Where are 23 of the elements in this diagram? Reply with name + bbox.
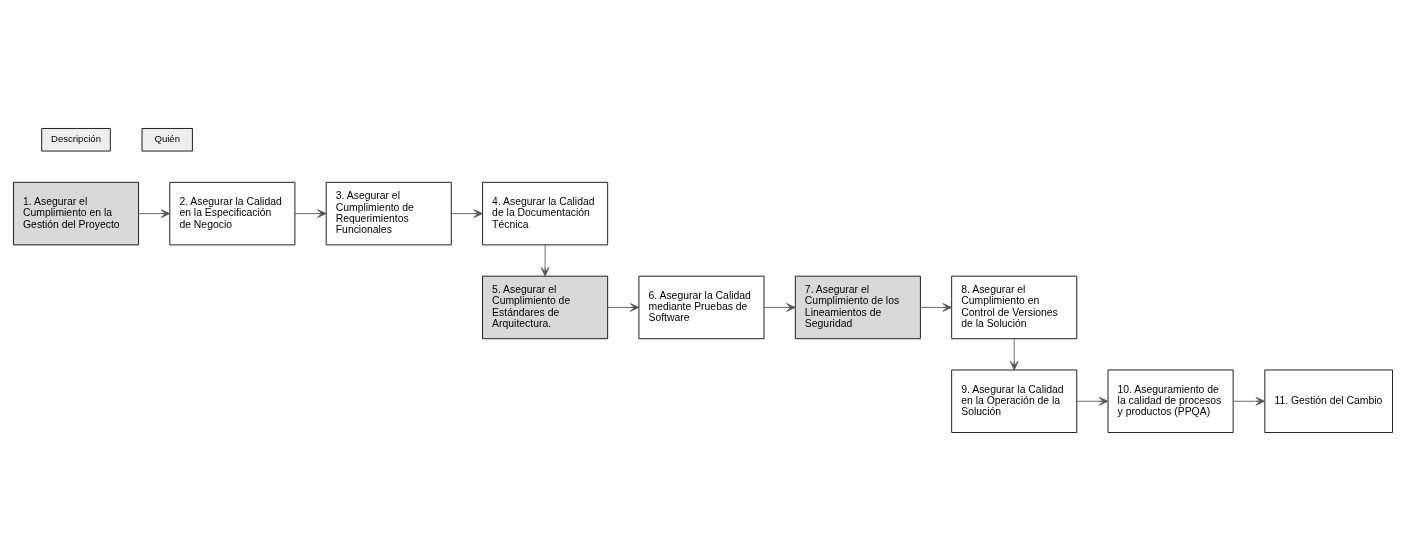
node-box: 11. Gestión del Cambio (1264, 369, 1393, 433)
label: Quién (154, 132, 180, 144)
node-box: 9. Asegurar la Calidad en la Operación de la Solución (951, 369, 1078, 433)
label: Descripción (51, 132, 101, 144)
arrow (920, 302, 953, 312)
node-box: 2. Asegurar la Calidad en la Especificación de Negocio (169, 181, 296, 245)
arrow (1009, 337, 1019, 370)
arrow (450, 208, 483, 218)
arrow (540, 243, 550, 277)
node-box: 1. Asegurar el Cumplimiento en la Gestión del Proyecto (13, 181, 139, 245)
node-box: 3. Asegurar el Cumplimiento de Requerimientos Funcionales (325, 181, 452, 245)
arrow (138, 208, 171, 218)
arrow (763, 302, 796, 312)
node-box: 8. Asegurar el Cumplimiento en Control de Versiones de la Solución (951, 275, 1078, 339)
arrow (294, 208, 327, 218)
arrow (1232, 396, 1265, 406)
node-box: 4. Asegurar la Calidad de la Documentación Técnica (482, 181, 609, 245)
node-box: 5. Asegurar el Cumplimiento de Estándares de Arquitectura. (482, 275, 609, 339)
arrow (1076, 396, 1109, 406)
node-box: 10. Aseguramiento de la calidad de procesos y productos (PPQA) (1107, 369, 1234, 433)
node-box: 6. Asegurar la Calidad mediante Pruebas de Software (638, 275, 765, 339)
arrow (607, 302, 640, 312)
node-box: 7. Asegurar el Cumplimiento de los Lineamientos de Seguridad (794, 275, 921, 339)
